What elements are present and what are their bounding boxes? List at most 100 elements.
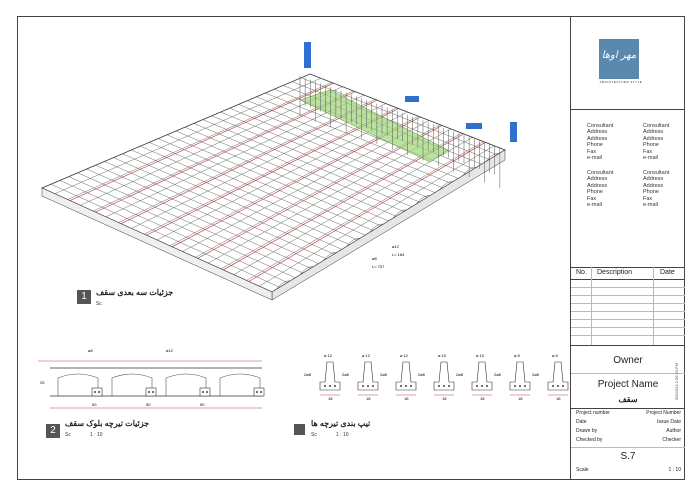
joist-section <box>91 387 103 397</box>
rebar-dot <box>152 391 154 393</box>
joist-side-rebar: 2ø8 <box>418 372 426 377</box>
rebar-dot <box>562 385 564 387</box>
info-value: Project Number <box>646 410 681 416</box>
joist-line <box>93 90 354 212</box>
info-value: Author <box>666 428 681 434</box>
rebar-dot <box>405 385 407 387</box>
joist-top-rebar: ø 8 <box>552 353 559 358</box>
hollow-block <box>219 373 261 396</box>
sheet-number-divider <box>571 447 685 448</box>
section-dim: 50 <box>200 402 205 407</box>
revision-col-no: No. <box>576 269 587 276</box>
view-title-1: جزئیات سه بعدی سقف <box>96 288 174 297</box>
joist-line <box>156 111 408 241</box>
joist-rebar <box>248 142 486 282</box>
joist-type: ø 8 2ø8 18 <box>532 353 569 401</box>
joist-top-rebar: ø 12 <box>324 353 333 358</box>
joist-top-rebar: ø 10 <box>476 353 485 358</box>
info-label: Project number <box>576 410 610 416</box>
joist-top-rebar: ø 12 <box>400 353 409 358</box>
hollow-block <box>111 373 153 396</box>
view-scale-label-3: Sc <box>311 432 317 438</box>
rebar-dot <box>524 385 526 387</box>
sheet-name: سقف <box>618 395 638 404</box>
column-blue <box>304 42 311 68</box>
block-arch <box>346 237 361 247</box>
revision-header-line <box>571 279 685 280</box>
rebar-dot <box>98 391 100 393</box>
rebar-length-label: L= 707 <box>372 264 385 269</box>
block-arch <box>299 266 314 275</box>
joist-side-rebar: 2ø8 <box>532 372 540 377</box>
rebar-dot <box>476 385 478 387</box>
joist-width: 18 <box>366 396 371 401</box>
joist-line <box>144 107 397 235</box>
joist-profile <box>471 361 493 391</box>
joist-section <box>253 387 265 397</box>
info-top-line <box>571 408 685 409</box>
joist-width: 18 <box>442 396 447 401</box>
rebar-dot <box>372 385 374 387</box>
revision-col-description: Description <box>597 269 633 276</box>
rebar-dot <box>400 385 402 387</box>
joist-width: 18 <box>556 396 561 401</box>
rebar-dot <box>367 385 369 387</box>
info-label: Date <box>576 419 587 425</box>
joist-top-rebar: ø 12 <box>362 353 371 358</box>
revision-row-line <box>571 327 685 328</box>
joist-rebar <box>120 99 378 224</box>
joist-side-rebar: 2ø8 <box>456 372 464 377</box>
logo-text: مهر اوها <box>601 50 637 61</box>
info-row-date: Date Issue Date <box>571 418 685 427</box>
rebar-dot <box>410 385 412 387</box>
joist-profile <box>433 361 455 391</box>
revision-row-line <box>571 319 685 320</box>
joist-profile <box>357 361 379 391</box>
block-arch <box>486 152 501 162</box>
joist-line <box>182 120 430 252</box>
rebar-dot <box>443 385 445 387</box>
revision-row-line <box>571 335 685 336</box>
info-label: Checked by <box>576 437 603 443</box>
joist-side-rebar: 2ø8 <box>304 372 312 377</box>
view-scale-label-1: Sc <box>96 301 102 307</box>
joist-top-rebar: ø 10 <box>438 353 447 358</box>
scale-value: 1 : 10 <box>668 467 681 473</box>
view-number-3 <box>294 424 305 435</box>
joist-line <box>67 82 332 200</box>
rebar-dot <box>438 385 440 387</box>
rebar-dot <box>260 391 262 393</box>
title-block-divider <box>571 109 685 110</box>
block-arch <box>416 195 431 204</box>
joist-type: ø 12 2ø8 18 <box>304 353 341 401</box>
rebar-label: ø8 <box>372 256 377 261</box>
view-scale-value-2: 1 : 10 <box>90 432 103 438</box>
hollow-block <box>57 373 99 396</box>
column-blue <box>466 123 482 129</box>
revision-bottom-line <box>571 345 685 346</box>
rebar-dot <box>552 385 554 387</box>
block-arch <box>276 280 291 290</box>
info-row-checked-by: Checked by Checker <box>571 436 685 445</box>
joist-line <box>259 145 495 287</box>
joist-profile <box>319 361 341 391</box>
section-height-dim: 25 <box>40 380 45 385</box>
joist-rebar <box>146 108 399 236</box>
rebar-dot <box>206 391 208 393</box>
joist-line <box>131 103 386 229</box>
block-arch <box>369 223 384 233</box>
joist-types-drawing: ø 12 2ø8 18 ø 12 2ø8 18 ø 12 2ø8 18 ø 10 2ø8 18 ø 10… <box>304 353 569 401</box>
revision-col-date: Date <box>660 269 675 276</box>
view-number-2: 2 <box>46 424 60 438</box>
joist-width: 18 <box>328 396 333 401</box>
rebar-length-label: L= 184 <box>392 252 405 257</box>
column-blue <box>405 96 419 102</box>
view-title-3: تیپ بندی تیرچه ها <box>311 419 371 428</box>
joist-width: 18 <box>480 396 485 401</box>
joist-side-rebar: 2ø8 <box>380 372 388 377</box>
rebar-dot <box>514 385 516 387</box>
